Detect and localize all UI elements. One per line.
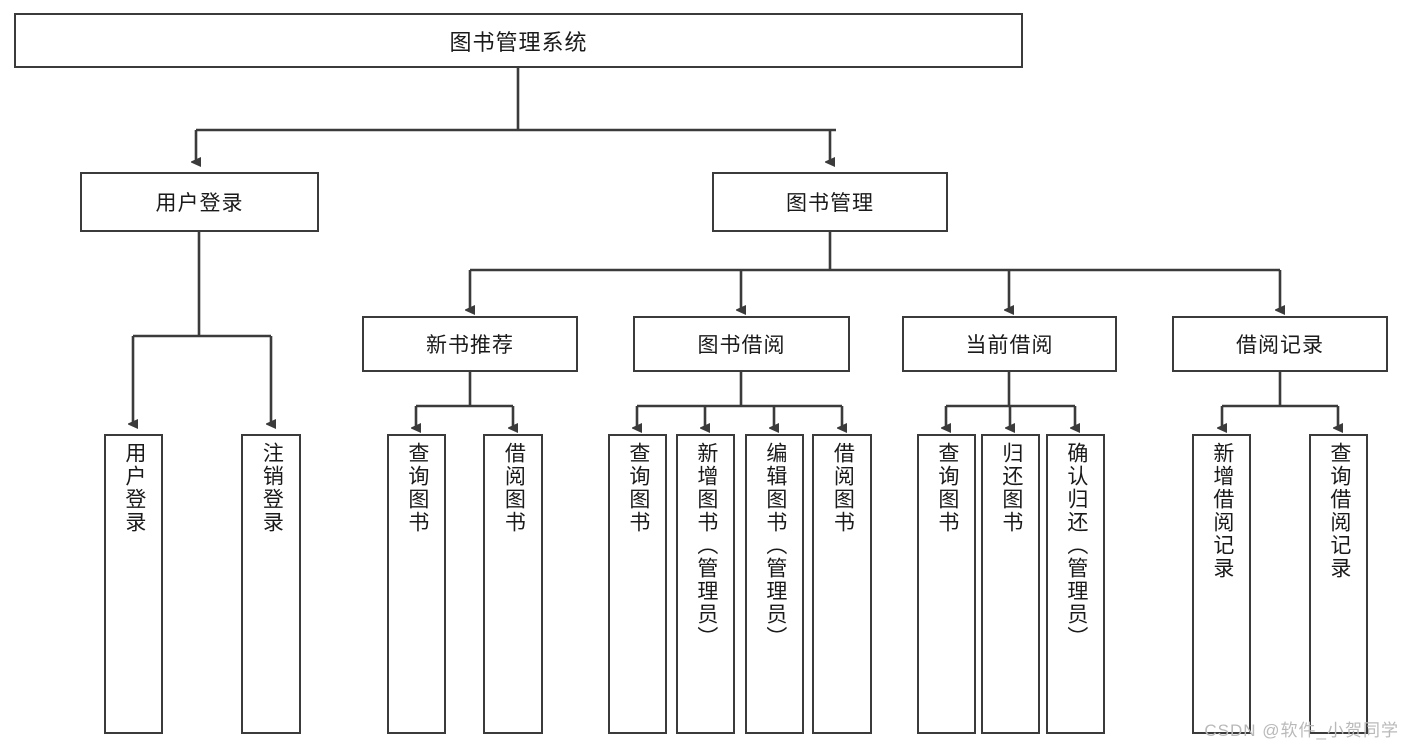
node-label: 用户登录	[122, 442, 146, 534]
node-leaf-book-borrow-1[interactable]: 查询图书	[608, 434, 667, 734]
node-label: 确认归还（管理员）	[1064, 442, 1088, 649]
node-leaf-book-borrow-2[interactable]: 新增图书（管理员）	[676, 434, 735, 734]
node-label: 用户登录	[155, 192, 244, 215]
node-label: 借阅图书	[502, 442, 526, 534]
node-label: 编辑图书（管理员）	[763, 442, 787, 649]
node-new-book-recommend[interactable]: 新书推荐	[362, 316, 578, 372]
node-leaf-user-login-1[interactable]: 用户登录	[104, 434, 163, 734]
node-leaf-book-borrow-4[interactable]: 借阅图书	[812, 434, 872, 734]
node-root-system[interactable]: 图书管理系统	[14, 13, 1023, 68]
node-label: 借阅图书	[831, 442, 855, 534]
node-label: 当前借阅	[965, 334, 1054, 357]
node-label: 新增借阅记录	[1210, 442, 1234, 580]
node-label: 查询图书	[405, 442, 429, 534]
node-user-login[interactable]: 用户登录	[80, 172, 319, 232]
node-leaf-current-borrow-2[interactable]: 归还图书	[981, 434, 1040, 734]
node-label: 查询图书	[626, 442, 650, 534]
node-label: 借阅记录	[1236, 334, 1324, 357]
node-label: 查询图书	[935, 442, 959, 534]
node-leaf-new-book-1[interactable]: 查询图书	[387, 434, 446, 734]
node-leaf-book-borrow-3[interactable]: 编辑图书（管理员）	[745, 434, 804, 734]
node-book-borrow[interactable]: 图书借阅	[633, 316, 850, 372]
node-current-borrow[interactable]: 当前借阅	[902, 316, 1117, 372]
node-book-management[interactable]: 图书管理	[712, 172, 948, 232]
node-label: 图书管理	[786, 192, 874, 215]
node-label: 新书推荐	[426, 334, 514, 357]
node-label: 新增图书（管理员）	[694, 442, 718, 649]
csdn-watermark: CSDN @软件_小贺同学	[1204, 721, 1399, 740]
node-label: 查询借阅记录	[1327, 442, 1351, 580]
node-leaf-user-login-2[interactable]: 注销登录	[241, 434, 301, 734]
node-borrow-record[interactable]: 借阅记录	[1172, 316, 1388, 372]
node-leaf-current-borrow-3[interactable]: 确认归还（管理员）	[1046, 434, 1105, 734]
node-leaf-new-book-2[interactable]: 借阅图书	[483, 434, 543, 734]
node-label: 图书借阅	[697, 334, 786, 357]
node-leaf-borrow-record-2[interactable]: 查询借阅记录	[1309, 434, 1368, 734]
node-label: 归还图书	[999, 442, 1023, 534]
node-label: 注销登录	[260, 442, 284, 534]
node-leaf-borrow-record-1[interactable]: 新增借阅记录	[1192, 434, 1251, 734]
node-leaf-current-borrow-1[interactable]: 查询图书	[917, 434, 976, 734]
node-label: 图书管理系统	[449, 29, 588, 55]
